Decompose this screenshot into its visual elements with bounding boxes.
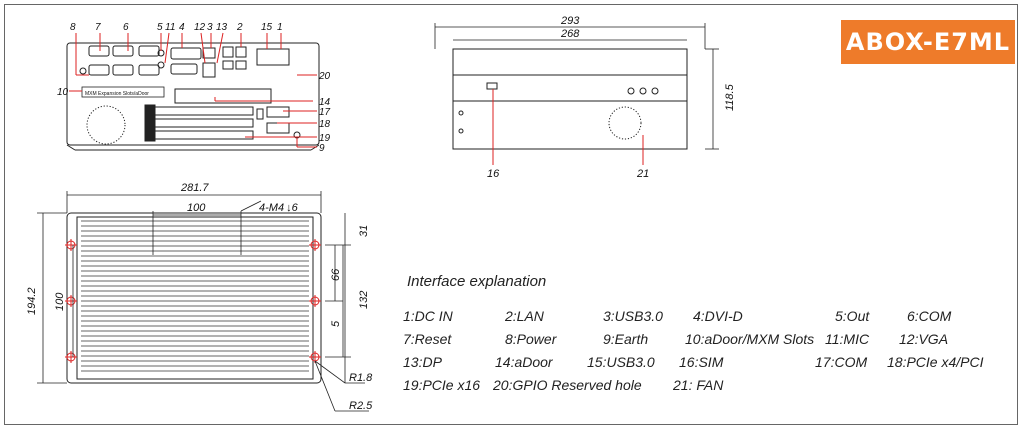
screw-spec: 4-M4 [259, 202, 284, 214]
callout-9: 9 [319, 143, 325, 154]
product-badge: ABOX-E7ML [841, 20, 1015, 64]
interface-item: 6:COM [907, 308, 952, 324]
callout-13: 13 [216, 22, 228, 33]
callout-21: 21 [636, 168, 649, 180]
top-view-labels: 293 268 118.5 16 21 [487, 15, 736, 180]
callout-18: 18 [319, 119, 331, 130]
dim-268: 268 [560, 28, 580, 40]
top-view-dims [434, 23, 719, 150]
top-view-callout-lines [492, 89, 644, 165]
side-view-labels: 281.7 100 4-M4↓6 194.2 100 31 66 132 5 R… [26, 182, 373, 412]
interface-item: 16:SIM [679, 354, 724, 370]
interface-item: 4:DVI-D [693, 308, 743, 324]
diagram-frame: 8 7 6 5 11 4 12 3 13 2 15 1 20 10 14 17 … [4, 4, 1018, 425]
interface-item: 2:LAN [505, 308, 544, 324]
interface-item: 17:COM [815, 354, 868, 370]
callout-17: 17 [319, 107, 331, 118]
dim-281-7: 281.7 [180, 182, 209, 194]
screw-depth: ↓6 [286, 202, 299, 214]
dim-66: 66 [330, 268, 342, 281]
heatsink-fins [81, 220, 309, 372]
callout-12: 12 [194, 22, 206, 33]
callout-4: 4 [179, 22, 185, 33]
callout-6: 6 [123, 22, 129, 33]
dim-118-5: 118.5 [724, 83, 736, 111]
front-view-callout-lines [69, 32, 317, 148]
callout-8: 8 [70, 22, 76, 33]
interface-title: Interface explanation [407, 273, 547, 290]
callout-11: 11 [165, 22, 175, 33]
side-view-dims [37, 191, 369, 412]
callout-15: 15 [261, 22, 273, 33]
callout-5: 5 [157, 22, 163, 33]
interface-item: 5:Out [835, 308, 870, 324]
interface-item: 14:aDoor [495, 354, 553, 370]
mount-holes [65, 239, 321, 363]
callout-14: 14 [319, 97, 331, 108]
dim-31: 31 [358, 225, 370, 237]
callout-2: 2 [236, 22, 243, 33]
interface-item: 8:Power [505, 331, 557, 347]
slot-label: MXM Expansion Slots/aDoor [85, 91, 149, 97]
interface-item: 18:PCIe x4/PCI [887, 354, 984, 370]
side-view [66, 212, 322, 384]
interface-item: 11:MIC [825, 331, 870, 347]
dim-5: 5 [330, 320, 342, 327]
drawing-canvas: 8 7 6 5 11 4 12 3 13 2 15 1 20 10 14 17 … [26, 15, 736, 412]
callout-1: 1 [277, 22, 283, 33]
callout-7: 7 [95, 22, 101, 33]
interface-item: 7:Reset [403, 331, 452, 347]
radius-r2-5: R2.5 [349, 400, 373, 412]
callout-16: 16 [487, 168, 500, 180]
callout-10: 10 [57, 87, 69, 98]
callout-3: 3 [207, 22, 213, 33]
interface-item: 12:VGA [899, 331, 949, 347]
dim-132: 132 [358, 291, 370, 309]
dim-100-horizontal: 100 [187, 202, 206, 214]
interface-item: 20:GPIO Reserved hole [493, 377, 642, 393]
interface-item: 15:USB3.0 [587, 354, 655, 370]
interface-item: 3:USB3.0 [603, 308, 663, 324]
dim-194-2: 194.2 [26, 287, 38, 315]
top-view [452, 48, 688, 150]
dim-293: 293 [560, 15, 580, 27]
callout-20: 20 [318, 71, 331, 82]
interface-item: 9:Earth [603, 331, 649, 347]
interface-item: 10:aDoor/MXM Slots [685, 331, 815, 347]
interface-item: 1:DC IN [403, 308, 453, 324]
interface-item: 13:DP [403, 354, 442, 370]
interface-item: 21: FAN [673, 377, 724, 393]
front-view-callouts: 8 7 6 5 11 4 12 3 13 2 15 1 20 10 14 17 … [57, 22, 331, 154]
screw-label: 4-M4↓6 [259, 202, 299, 214]
callout-19: 19 [319, 133, 331, 144]
dim-100-vertical: 100 [54, 292, 66, 311]
interface-item: 19:PCIe x16 [403, 377, 481, 393]
radius-r1-8: R1.8 [349, 372, 373, 384]
